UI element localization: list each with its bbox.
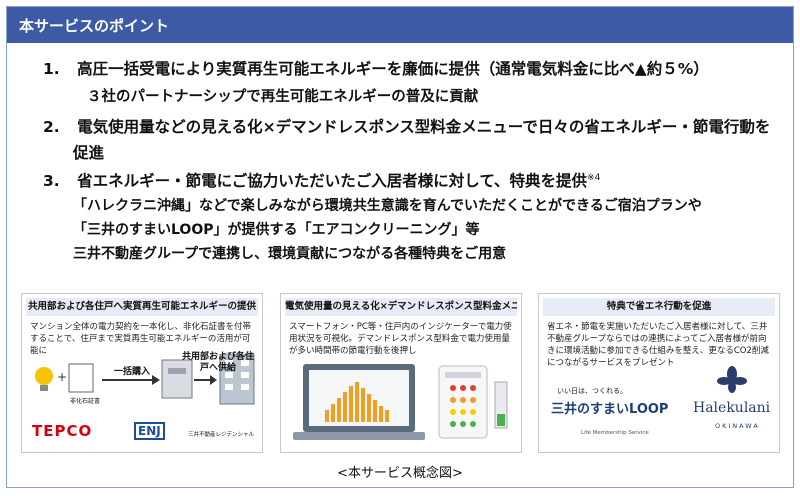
lightbulb-icon xyxy=(35,367,53,391)
loop-logo: 三井のすまいLOOP xyxy=(551,402,669,417)
substation-icon xyxy=(161,359,193,399)
footnote-mark: ※4 xyxy=(587,172,601,183)
service-points-frame: 本サービスのポイント 1. 高圧一括受電により実質再生可能エネルギーを廉価に提供… xyxy=(6,6,794,488)
point-2-text: 電気使用量などの見える化×デマンドレスポンス型料金メニューで日々の省エネルギー・… xyxy=(77,118,771,136)
point-3-sub-1: 「ハレクラニ沖縄」などで楽しみながら環境共生意識を育んでいただくことができるご宿… xyxy=(73,198,702,214)
panel-renewable-supply: 共用部および各住戸へ実質再生可能エネルギーの提供 マンション全体の電力契約を一本… xyxy=(21,293,263,453)
certificate-label: 非化石証書 xyxy=(70,398,101,405)
apartment-icon xyxy=(219,354,255,405)
panel-3-title: 特典で省エネ行動を促進 xyxy=(543,298,775,316)
svg-text:+: + xyxy=(57,370,67,384)
bulk-arrow-icon xyxy=(102,375,160,385)
panel-2-title: 電気使用量の見える化×デマンドレスポンス型料金メニュー xyxy=(285,298,517,316)
supply-label: 共用部および各住戸へ供給 xyxy=(182,352,255,373)
bulk-purchase-label: 一括購入 xyxy=(114,367,151,377)
indicator-panel-icon xyxy=(438,365,488,439)
point-3-number: 3. xyxy=(43,172,60,190)
halekulani-sub: OKINAWA xyxy=(715,422,760,430)
point-1-text: 高圧一括受電により実質再生可能エネルギーを廉価に提供（通常電気料金に比べ▲約５%… xyxy=(77,60,709,78)
panel-1-title: 共用部および各住戸へ実質再生可能エネルギーの提供 xyxy=(26,298,258,316)
usage-bar-chart-icon xyxy=(325,382,389,422)
tepco-logo: TEPCO xyxy=(32,422,93,440)
certificate-icon xyxy=(68,363,94,393)
mitsui-residential-logo: 三井不動産レジデンシャル xyxy=(188,432,255,438)
header-title: 本サービスのポイント xyxy=(19,17,170,35)
point-1: 1. 高圧一括受電により実質再生可能エネルギーを廉価に提供（通常電気料金に比べ▲… xyxy=(43,57,709,79)
point-3-sub-2: 「三井のすまいLOOP」が提供する「エアコンクリーニング」等 xyxy=(73,222,480,238)
point-2-number: 2. xyxy=(43,118,60,136)
panel-2-illustration xyxy=(293,364,508,440)
orchid-icon xyxy=(717,366,747,393)
point-3-text: 省エネルギー・節電にご協力いただいたご入居者様に対して、特典を提供 xyxy=(77,172,588,190)
panel-2-desc: スマートフォン・PC等・住戸内のインジケーターで電力使用状況を可視化。デマンドレ… xyxy=(289,322,512,356)
enj-logo: ENJ xyxy=(134,422,165,440)
supply-arrow-icon xyxy=(194,375,217,385)
panel-3-desc: 省エネ・節電を実施いただいたご入居者様に対して、三井不動産グループならではの連携… xyxy=(547,322,769,368)
panel-visualization: 電気使用量の見える化×デマンドレスポンス型料金メニュー スマートフォン・PC等・… xyxy=(280,293,522,453)
point-1-number: 1. xyxy=(43,60,60,78)
point-2: 2. 電気使用量などの見える化×デマンドレスポンス型料金メニューで日々の省エネル… xyxy=(43,115,770,137)
panel-1-desc: マンション全体の電力契約を一本化し、非化石証書を付帯することで、住戸まで実質再生… xyxy=(30,322,252,356)
point-3: 3. 省エネルギー・節電にご協力いただいたご入居者様に対して、特典を提供※4 xyxy=(43,169,600,191)
panel-1-illustration: + xyxy=(35,354,255,405)
loop-tagline: いい日は、つくれる。 xyxy=(557,387,627,395)
point-2-cont: 促進 xyxy=(73,144,105,162)
point-1-sub: ３社のパートナーシップで再生可能エネルギーの普及に貢献 xyxy=(87,89,479,105)
loop-sub: Life Membership Service xyxy=(581,430,649,436)
figure-caption: <本サービス概念図> xyxy=(337,466,463,481)
point-3-sub-3: 三井不動産グループで連携し、環境貢献につながる各種特典をご用意 xyxy=(73,246,507,262)
halekulani-logo: Halekulani xyxy=(693,400,771,416)
level-meter-icon xyxy=(494,381,508,429)
header-bar: 本サービスのポイント xyxy=(7,7,793,43)
panel-benefits: 特典で省エネ行動を促進 省エネ・節電を実施いただいたご入居者様に対して、三井不動… xyxy=(538,293,780,453)
